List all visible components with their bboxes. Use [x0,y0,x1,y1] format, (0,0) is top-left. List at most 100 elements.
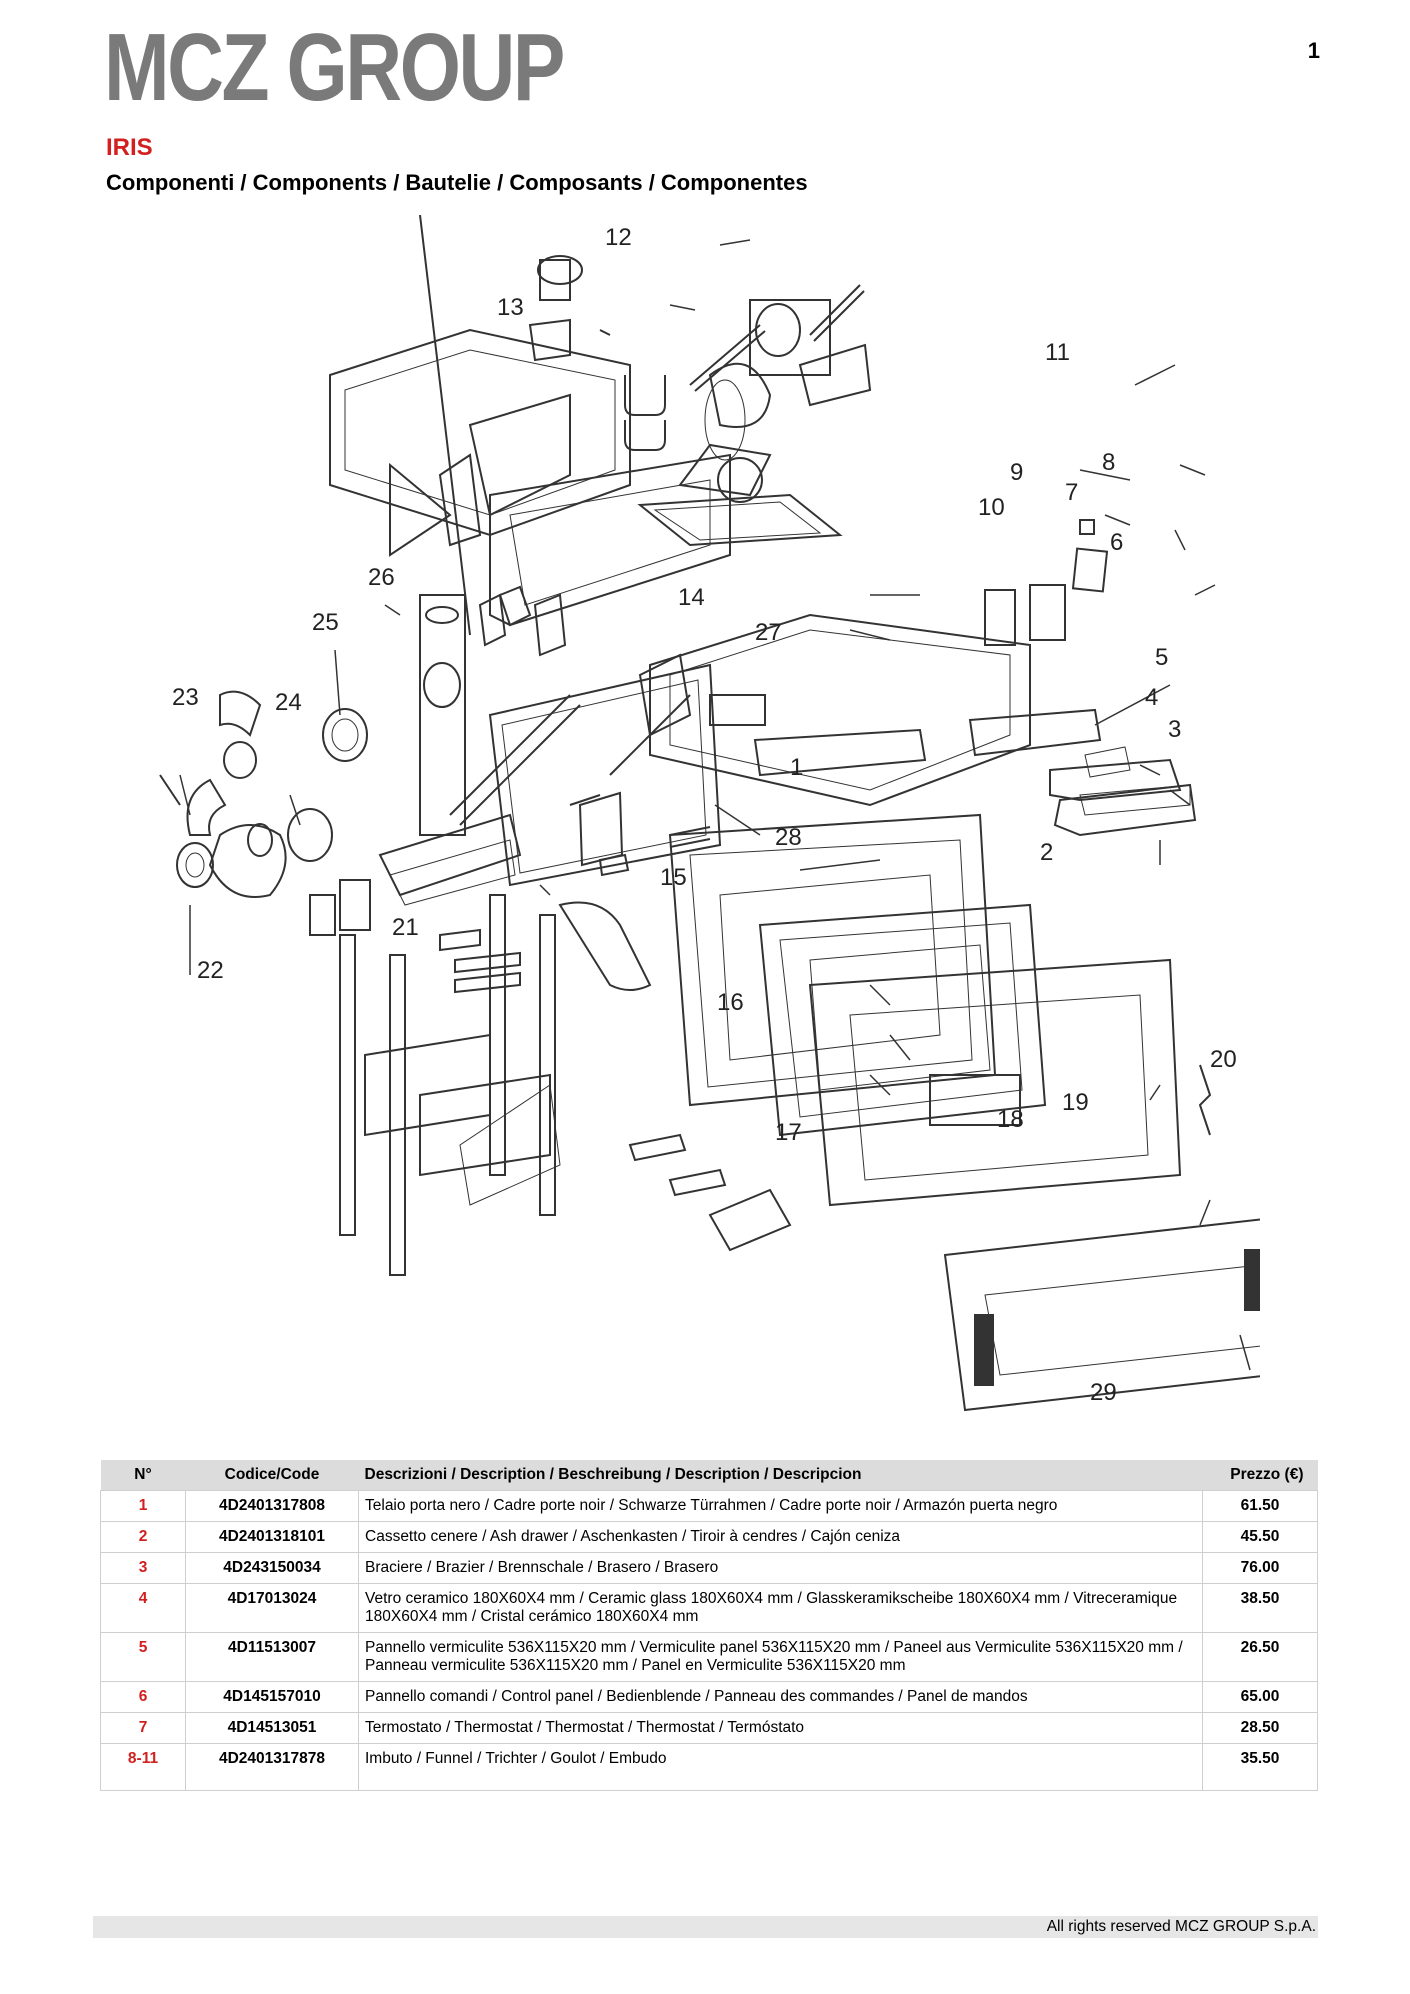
callout-16: 16 [717,989,744,1016]
row-price: 35.50 [1202,1743,1318,1791]
callout-5: 5 [1155,644,1168,671]
header-code: Codice/Code [185,1460,359,1491]
row-code: 4D2401317808 [185,1490,359,1522]
callout-6: 6 [1110,529,1123,556]
row-price: 38.50 [1202,1583,1318,1633]
brand-logo: MCZ GROUP [104,14,565,121]
table-row: 4 4D17013024 Vetro ceramico 180X60X4 mm … [100,1583,1318,1633]
callout-19: 19 [1062,1089,1089,1116]
product-title: IRIS [106,134,153,161]
callout-11: 11 [1045,339,1070,366]
callout-20: 20 [1210,1046,1237,1073]
row-number: 5 [100,1632,186,1682]
table-row: 6 4D145157010 Pannello comandi / Control… [100,1681,1318,1713]
row-number: 2 [100,1521,186,1553]
door-glass-frame [758,903,1047,1137]
row-price: 26.50 [1202,1632,1318,1682]
row-number: 8-11 [100,1743,186,1791]
callout-15: 15 [660,864,687,891]
callout-1: 1 [790,754,803,781]
ceiling-plates [439,928,521,994]
table-row: 1 4D2401317808 Telaio porta nero / Cadre… [100,1490,1318,1522]
section-subtitle: Componenti / Components / Bautelie / Com… [106,170,808,195]
leader-lines [179,239,1356,1371]
callout-9: 9 [1010,459,1023,486]
row-description: Pannello vermiculite 536X115X20 mm / Ver… [358,1632,1203,1682]
row-code: 4D2401317878 [185,1743,359,1791]
hopper-assembly [329,328,631,557]
row-description: Imbuto / Funnel / Trichter / Goulot / Em… [358,1743,1203,1791]
header-number: N° [100,1460,186,1491]
footer-copyright: All rights reserved MCZ GROUP S.p.A. [1046,1918,1316,1935]
callout-27: 27 [755,619,782,646]
row-code: 4D17013024 [185,1583,359,1633]
row-code: 4D145157010 [185,1681,359,1713]
callout-8: 8 [1102,449,1115,476]
blower-parts [528,255,611,362]
callout-24: 24 [275,689,302,716]
row-number: 3 [100,1552,186,1584]
table-row: 7 4D14513051 Termostato / Thermostat / T… [100,1712,1318,1744]
table-row: 2 4D2401318101 Cassetto cenere / Ash dra… [100,1521,1318,1553]
parts-table: N° Codice/Code Descrizioni / Description… [100,1460,1318,1791]
header-price: Prezzo (€) [1202,1460,1318,1491]
exhaust-fan [159,690,287,898]
callout-10: 10 [978,494,1005,521]
table-header-row: N° Codice/Code Descrizioni / Description… [100,1460,1318,1491]
table-row: 3 4D243150034 Braciere / Brazier / Brenn… [100,1552,1318,1584]
row-description: Vetro ceramico 180X60X4 mm / Ceramic gla… [358,1583,1203,1633]
door-front [808,958,1182,1207]
callout-29: 29 [1090,1379,1117,1406]
callout-3: 3 [1168,716,1181,743]
flue-collar [322,708,368,762]
funnel-assembly [637,284,872,547]
small-plates [309,879,371,936]
table-row: 8-11 4D2401317878 Imbuto / Funnel / Tric… [100,1743,1318,1791]
row-description: Telaio porta nero / Cadre porte noir / S… [358,1490,1203,1522]
row-code: 4D11513007 [185,1632,359,1682]
row-number: 4 [100,1583,186,1633]
door-handle [1198,1064,1212,1136]
row-price: 65.00 [1202,1681,1318,1713]
row-price: 28.50 [1202,1712,1318,1744]
callout-14: 14 [678,584,705,611]
bracket-parts [478,585,711,867]
control-parts [984,519,1109,646]
callout-12: 12 [605,224,632,251]
row-description: Pannello comandi / Control panel / Bedie… [358,1681,1203,1713]
support-legs [339,894,561,1276]
callout-18: 18 [997,1106,1024,1133]
table-row: 5 4D11513007 Pannello vermiculite 536X11… [100,1632,1318,1682]
ceramic-glass [753,728,927,777]
row-code: 4D243150034 [185,1552,359,1584]
brazier [1049,746,1182,802]
row-description: Termostato / Thermostat / Thermostat / T… [358,1712,1203,1744]
row-price: 61.50 [1202,1490,1318,1522]
door-frame [668,813,997,1107]
callout-4: 4 [1145,684,1158,711]
vermiculite-panel [968,708,1102,757]
callout-26: 26 [368,564,395,591]
callout-23: 23 [172,684,199,711]
page-number: 1 [1307,38,1320,63]
exploded-parts-diagram: 12 13 11 8 9 7 10 6 26 14 25 27 5 23 24 … [150,214,1356,1435]
row-description: Braciere / Brazier / Brennschale / Brase… [358,1552,1203,1584]
side-panel-assembly [438,453,731,627]
frame-assembly [378,594,722,906]
row-number: 6 [100,1681,186,1713]
callout-labels: 12 13 11 8 9 7 10 6 26 14 25 27 5 23 24 … [172,224,1237,1406]
callout-22: 22 [197,957,224,984]
callout-25: 25 [312,609,339,636]
hook-parts [624,375,666,451]
callout-7: 7 [1065,479,1078,506]
callout-13: 13 [497,294,524,321]
cable-parts [419,214,652,991]
callout-21: 21 [392,914,419,941]
row-code: 4D2401318101 [185,1521,359,1553]
callout-17: 17 [775,1119,802,1146]
row-description: Cassetto cenere / Ash drawer / Aschenkas… [358,1521,1203,1553]
row-price: 45.50 [1202,1521,1318,1553]
callout-28: 28 [775,824,802,851]
gasket-ring [287,808,333,862]
header-description: Descrizioni / Description / Beschreibung… [358,1460,1203,1491]
